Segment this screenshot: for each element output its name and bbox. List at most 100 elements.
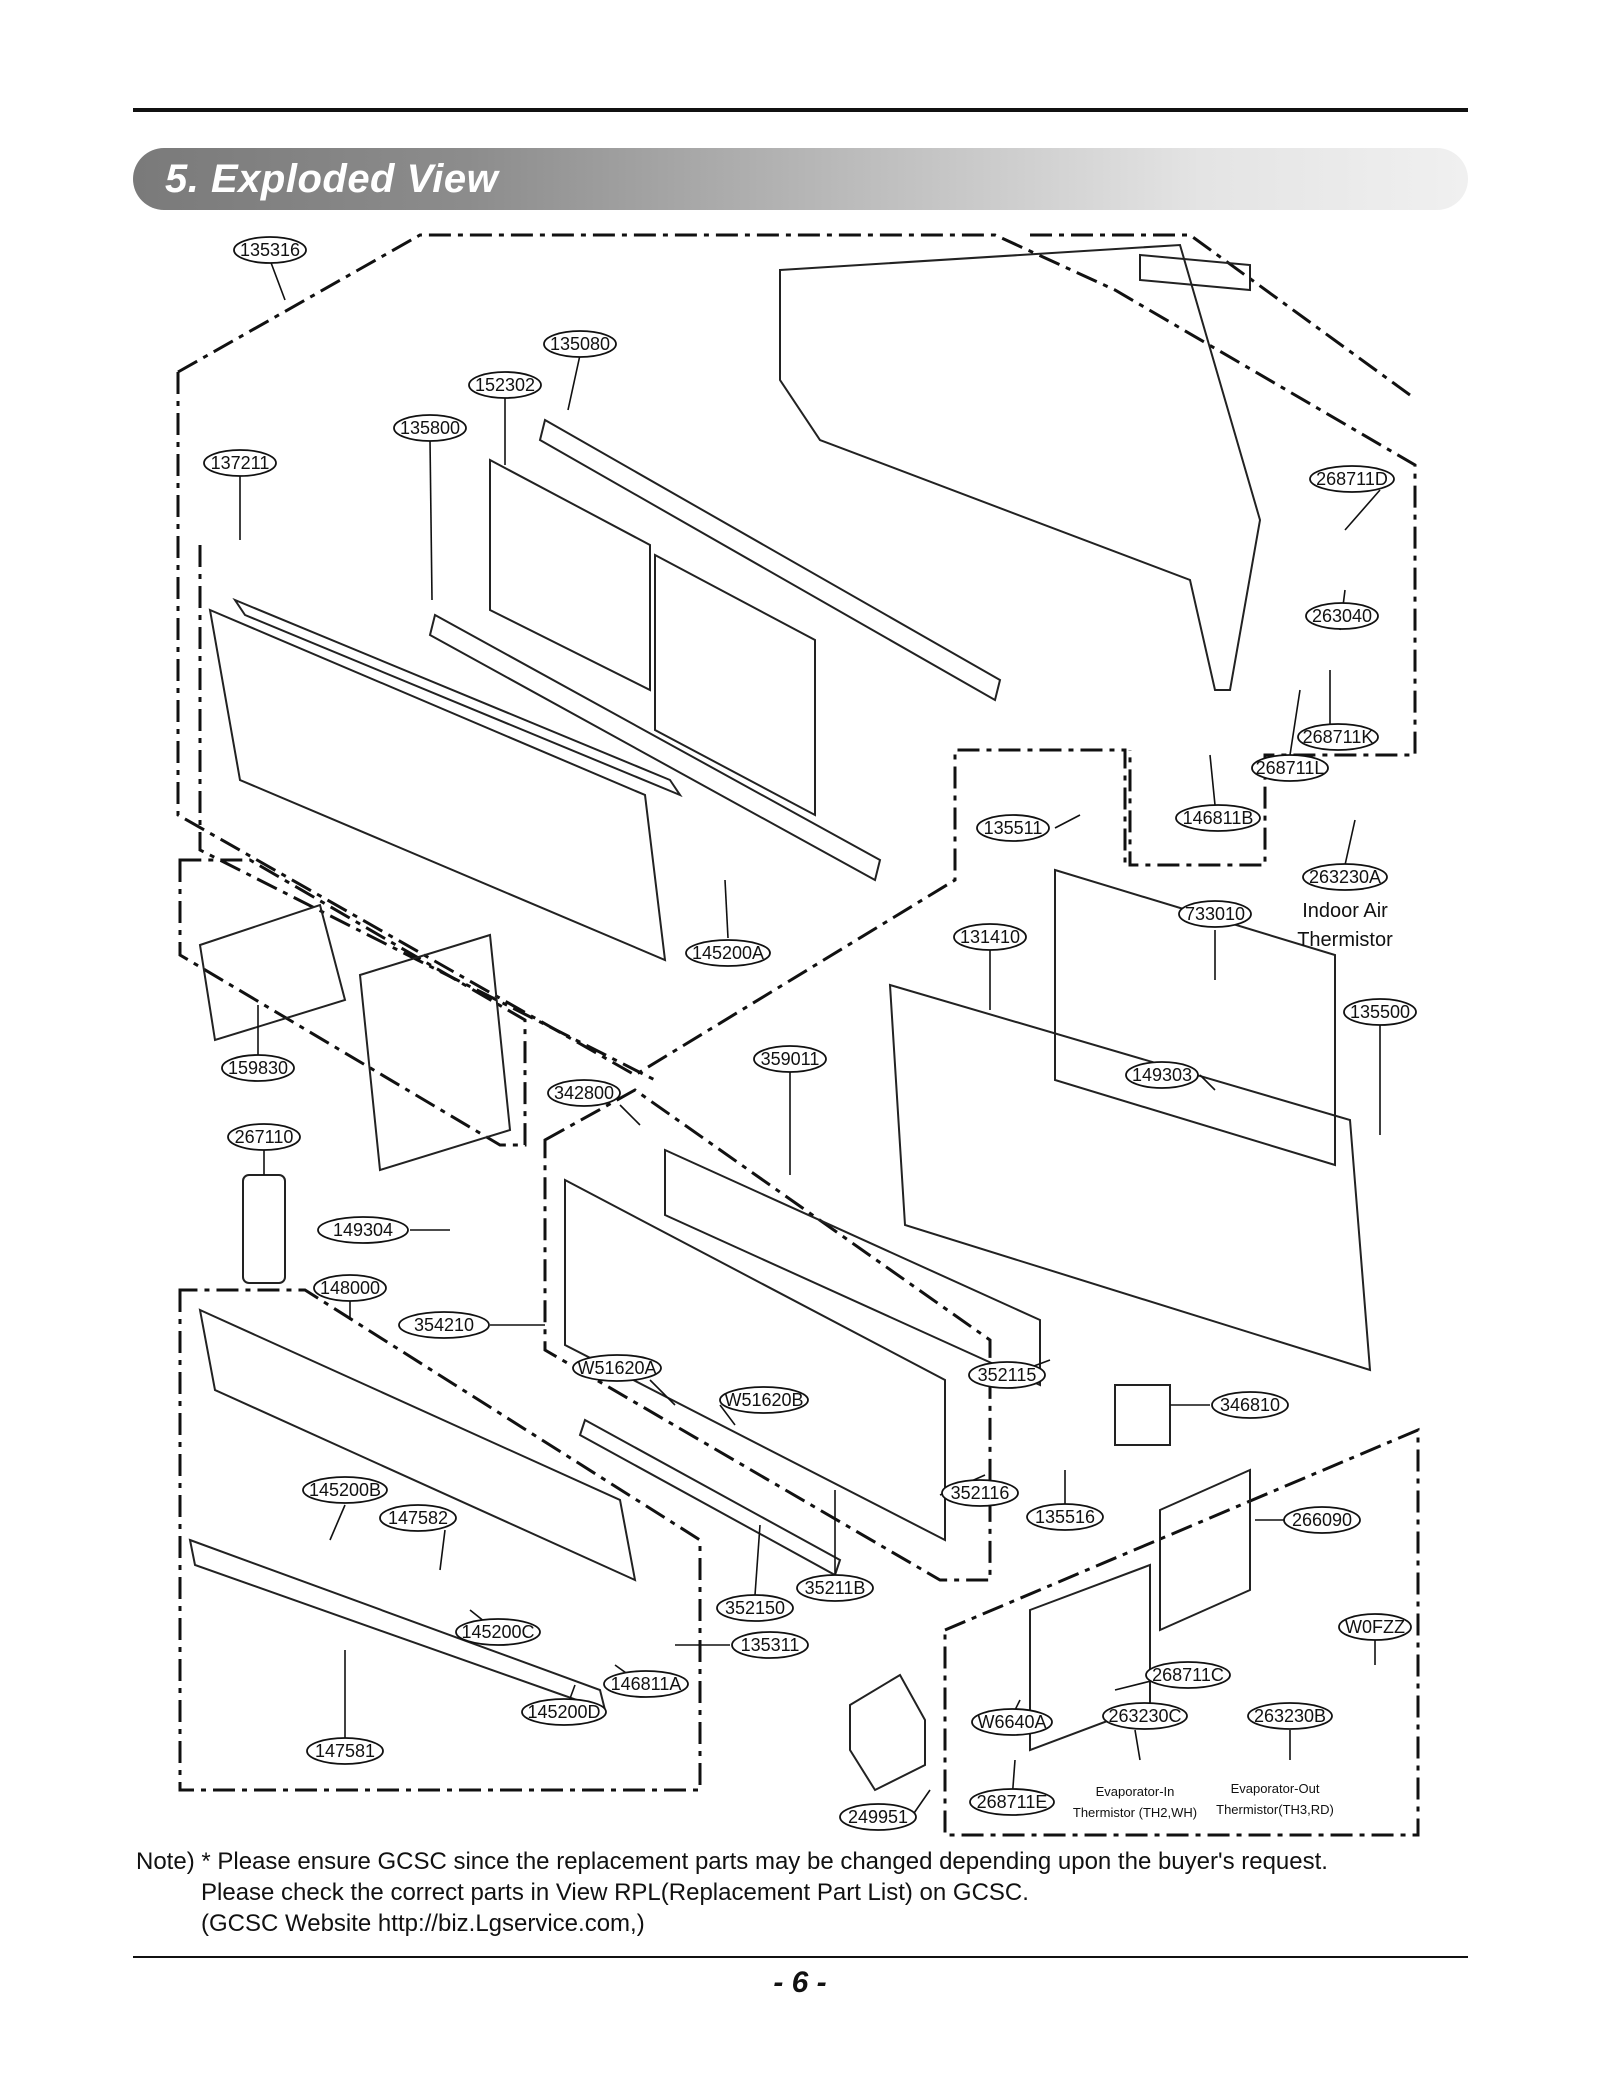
callout-text-268711L: 268711L	[1256, 758, 1325, 778]
bottom-rail-shape	[428, 613, 882, 882]
leader-249951	[911, 1789, 931, 1817]
leader-146811B	[1209, 754, 1216, 806]
callout-131410	[953, 923, 1027, 951]
callout-147582	[379, 1504, 457, 1532]
group-outline-pcb	[943, 1427, 1420, 1837]
callout-135800	[393, 414, 467, 442]
callout-346810	[1211, 1391, 1289, 1419]
callout-145200A	[685, 939, 771, 967]
leader-352150	[754, 1524, 761, 1596]
callout-267110	[227, 1123, 301, 1151]
callout-159830	[221, 1054, 295, 1082]
callout-text-263230A: 263230A	[1309, 867, 1381, 887]
top-flap-shape	[1139, 253, 1251, 292]
leader-268711L	[1289, 689, 1301, 756]
note-line-3: (GCSC Website http://biz.Lgservice.com,)	[201, 1910, 645, 1937]
leader-135511	[1054, 814, 1081, 829]
callout-text-149303: 149303	[1132, 1065, 1192, 1085]
callout-352150	[716, 1594, 794, 1622]
top-rule	[133, 108, 1468, 112]
leader-W51620A	[649, 1379, 676, 1406]
callout-146811A	[603, 1670, 689, 1698]
callout-text-135311: 135311	[741, 1635, 800, 1655]
front-panel-shape	[232, 597, 683, 798]
front-grille-shape	[208, 608, 667, 962]
callout-text-352150: 352150	[725, 1598, 785, 1618]
group-outline-front	[177, 233, 1417, 867]
callout-268711L	[1251, 754, 1329, 782]
callout-249951	[839, 1803, 917, 1831]
fan-shape	[664, 1148, 1041, 1387]
callout-text-135500: 135500	[1350, 1002, 1410, 1022]
callout-text-268711E: 268711E	[977, 1792, 1048, 1812]
group-outline-evaporator	[543, 1088, 992, 1582]
callout-text-135516: 135516	[1035, 1507, 1095, 1527]
callout-266090	[1283, 1506, 1361, 1534]
callout-145200B	[302, 1476, 388, 1504]
note-line-2: Please check the correct parts in View R…	[201, 1879, 1029, 1906]
group-outline-grille	[178, 858, 527, 1147]
callout-W0FZZ	[1338, 1613, 1412, 1641]
callout-text-249951: 249951	[848, 1807, 908, 1827]
callout-352115	[968, 1361, 1046, 1389]
callout-text-733010: 733010	[1185, 904, 1245, 924]
leader-145200A	[724, 879, 729, 939]
callout-733010	[1178, 900, 1252, 928]
callout-268711E	[969, 1788, 1055, 1816]
callout-W6640A	[971, 1708, 1053, 1736]
callout-263230A	[1302, 863, 1388, 891]
callout-149304	[317, 1216, 409, 1244]
callout-263230C	[1102, 1702, 1188, 1730]
callout-text-W0FZZ: W0FZZ	[1345, 1617, 1405, 1637]
callout-text-135080: 135080	[550, 334, 610, 354]
callout-text-268711K: 268711K	[1303, 727, 1374, 747]
leader-135800	[429, 439, 433, 601]
callout-147581	[306, 1737, 384, 1765]
mounting-plate-shape	[1054, 868, 1336, 1167]
callout-35211B	[796, 1574, 874, 1602]
callout-text-359011: 359011	[761, 1049, 820, 1069]
label-evap-out: Evaporator-Out	[1231, 1781, 1320, 1796]
callout-text-263230C: 263230C	[1108, 1706, 1181, 1726]
group-outline-panel	[176, 372, 1127, 1077]
label-indoor-air: Indoor Air	[1302, 900, 1388, 922]
callout-text-135316: 135316	[240, 240, 300, 260]
leader-145200B	[329, 1504, 346, 1541]
callout-text-149304: 149304	[333, 1220, 393, 1240]
callout-text-W6640A: W6640A	[977, 1712, 1046, 1732]
callout-text-W51620A: W51620A	[577, 1358, 656, 1378]
callout-text-145200B: 145200B	[309, 1480, 381, 1500]
callout-342800	[547, 1079, 621, 1107]
callout-text-342800: 342800	[554, 1083, 614, 1103]
group-outline-filter	[198, 545, 656, 1082]
callout-263040	[1305, 602, 1379, 630]
callout-text-268711D: 268711D	[1316, 469, 1388, 489]
callout-text-266090: 266090	[1292, 1510, 1352, 1530]
section-title: 5. Exploded View	[165, 157, 499, 201]
callout-text-148000: 148000	[320, 1278, 380, 1298]
callout-text-267110: 267110	[235, 1127, 294, 1147]
callout-text-145200C: 145200C	[461, 1622, 534, 1642]
callout-text-146811A: 146811A	[611, 1674, 682, 1694]
vane-shape	[188, 1538, 607, 1712]
callout-text-159830: 159830	[228, 1058, 288, 1078]
filter-left-shape	[489, 458, 651, 692]
callout-text-152302: 152302	[475, 375, 535, 395]
label-thermistor: Thermistor	[1297, 929, 1393, 951]
callout-352116	[941, 1479, 1019, 1507]
drain-pan-shape	[198, 1308, 637, 1582]
callout-W51620B	[719, 1386, 809, 1414]
section-title-bar	[133, 148, 1468, 210]
callout-354210	[398, 1311, 490, 1339]
motor-shape	[1114, 1384, 1171, 1446]
note-block: Note) * Please ensure GCSC since the rep…	[136, 1846, 1328, 1939]
callout-149303	[1125, 1061, 1199, 1089]
callout-text-352116: 352116	[951, 1483, 1010, 1503]
group-outline-top-right	[1030, 233, 1411, 397]
box-shape	[1159, 1468, 1251, 1632]
leader-135080	[567, 354, 581, 411]
display-cover-shape	[849, 1673, 926, 1792]
grille-small-right	[358, 933, 512, 1172]
callout-135316	[233, 236, 307, 264]
note-line-1: Note) * Please ensure GCSC since the rep…	[136, 1848, 1328, 1875]
